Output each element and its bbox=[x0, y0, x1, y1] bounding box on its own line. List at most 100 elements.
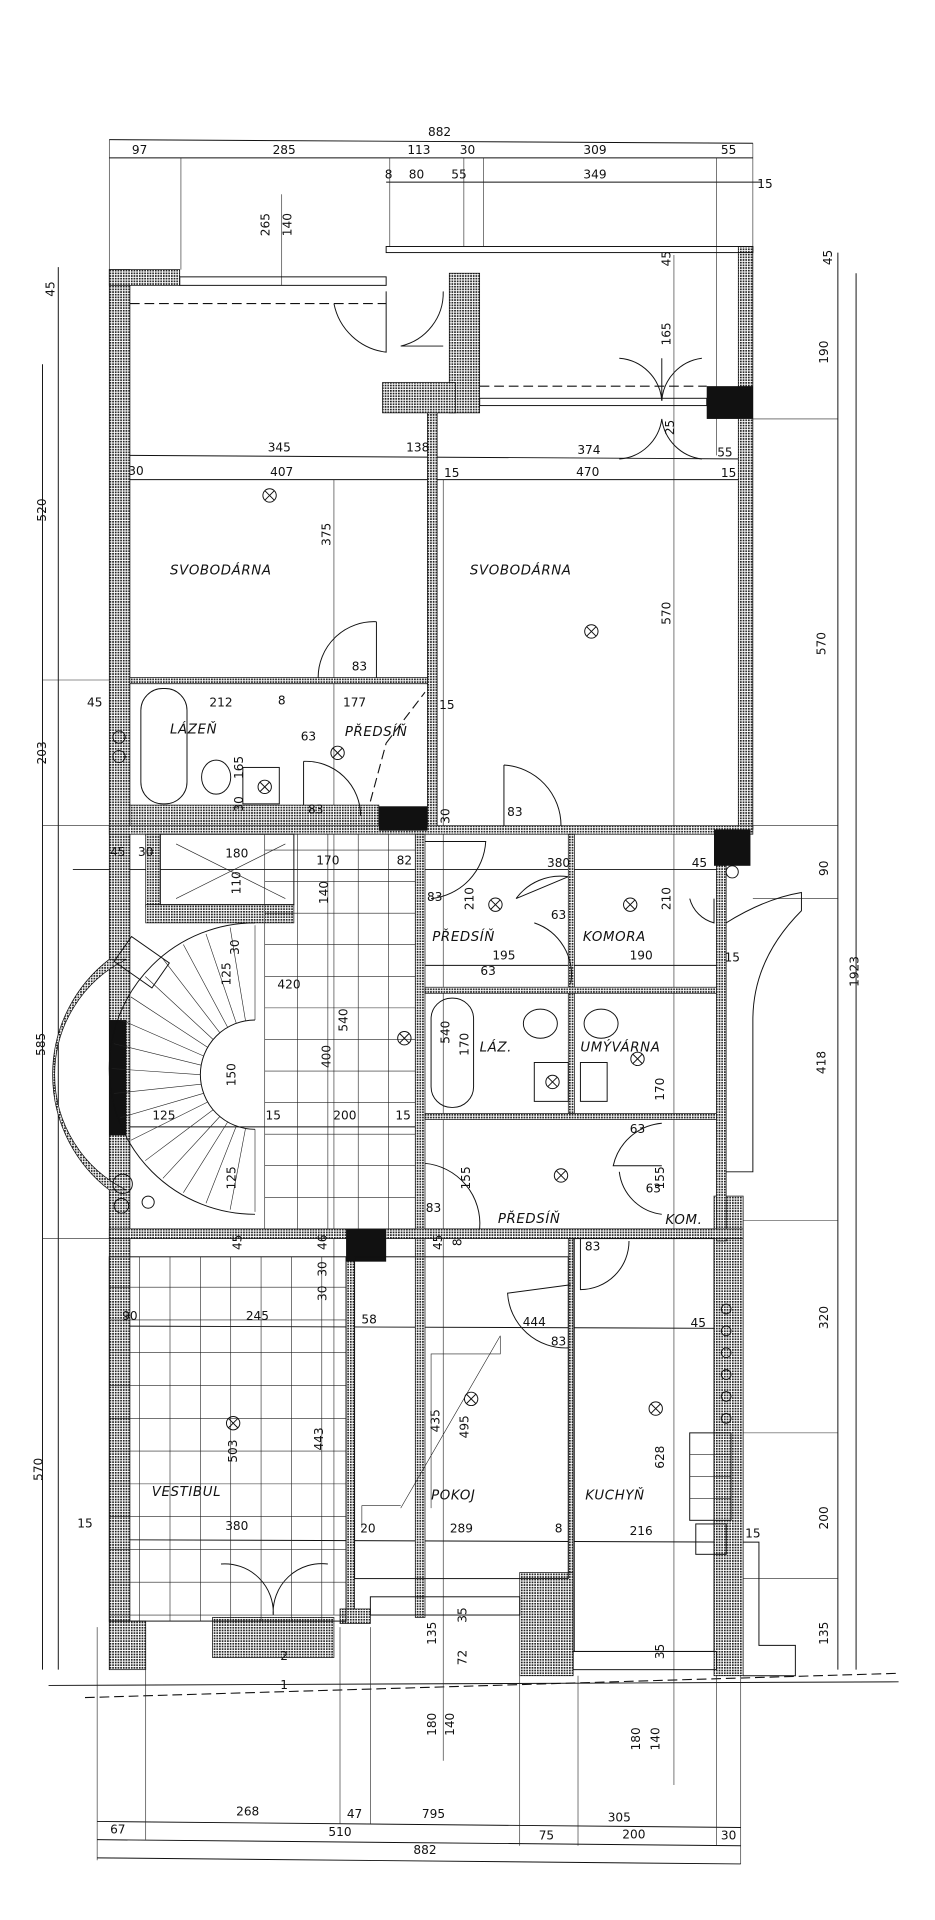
ceiling-light-icon bbox=[623, 897, 638, 912]
dimension-label: 540 bbox=[336, 1008, 350, 1031]
dimension-label: 125 bbox=[220, 962, 234, 985]
dimension-label: 585 bbox=[34, 1033, 48, 1056]
windows bbox=[108, 246, 754, 1671]
dimension-label: 795 bbox=[422, 1807, 445, 1821]
dimension-label: 45 bbox=[691, 1316, 706, 1330]
dimension-label: 400 bbox=[319, 1045, 333, 1068]
dimension-label: 435 bbox=[429, 1409, 443, 1432]
stair-tread bbox=[183, 1121, 228, 1193]
dimension-label: 45 bbox=[692, 856, 707, 870]
ceiling-light-icon bbox=[330, 745, 345, 761]
dimension-label: 110 bbox=[229, 871, 243, 894]
dimension-label: 268 bbox=[236, 1804, 259, 1818]
dimension-label: 140 bbox=[280, 213, 294, 236]
dimension-label: 170 bbox=[653, 1078, 667, 1101]
stair-tread bbox=[130, 1101, 208, 1141]
dimension-label: 15 bbox=[265, 1109, 280, 1123]
dimension-label: 63 bbox=[630, 1122, 645, 1136]
ceiling-light-icon bbox=[262, 488, 277, 503]
dimension-label: 15 bbox=[721, 466, 736, 480]
dimension-label: 55 bbox=[721, 143, 736, 157]
ceiling-light-icon bbox=[584, 624, 599, 639]
stair-tread bbox=[120, 1019, 204, 1057]
dimension-label: 45 bbox=[87, 696, 102, 710]
stair-tread bbox=[229, 927, 246, 1021]
dimension-label: 570 bbox=[32, 1458, 46, 1481]
room-label-pokoj: POKOJ bbox=[431, 1489, 475, 1504]
dimension-label: 345 bbox=[268, 441, 291, 455]
dimension-label: 195 bbox=[492, 948, 515, 962]
room-label-predsin-upper: PŘEDSÍŇ bbox=[345, 722, 408, 740]
dimension-label: 420 bbox=[277, 977, 300, 991]
stair-tread bbox=[120, 1093, 204, 1118]
dimension-label: 265 bbox=[259, 213, 273, 236]
dimension-label: 15 bbox=[745, 1526, 760, 1540]
dimension-label: 570 bbox=[659, 602, 673, 625]
dimension-label: 45 bbox=[110, 845, 125, 859]
stair-tread bbox=[130, 996, 208, 1048]
dimension-label: 90 bbox=[122, 1309, 137, 1323]
dimension-label: 374 bbox=[577, 443, 600, 457]
dimension-label: 200 bbox=[817, 1506, 831, 1529]
dimension-label: 540 bbox=[438, 1021, 452, 1044]
room-label-kuchyn: KUCHYŇ bbox=[585, 1486, 644, 1504]
dimension-label: 200 bbox=[622, 1827, 645, 1841]
dimension-label: 320 bbox=[817, 1306, 831, 1329]
stair-tread bbox=[145, 1109, 214, 1161]
dimension-label: 8 bbox=[385, 168, 393, 182]
dimension-label: 349 bbox=[583, 168, 606, 182]
stair-tread bbox=[145, 976, 214, 1040]
dimension-label: 30 bbox=[316, 1261, 330, 1276]
stair-tread bbox=[183, 944, 228, 1028]
room-label-svobodarna-left: SVOBODÁRNA bbox=[170, 560, 272, 578]
room-label-laz: LÁZ. bbox=[480, 1038, 512, 1056]
dimension-label: 25 bbox=[663, 420, 677, 435]
dimension-label: 83 bbox=[308, 803, 323, 817]
dimension-label: 8 bbox=[278, 693, 286, 707]
dimension-label: 47 bbox=[347, 1807, 362, 1821]
dimension-label: 155 bbox=[459, 1166, 473, 1189]
room-label-umyvarna: UMÝVÁRNA bbox=[580, 1038, 660, 1056]
dimension-label: 380 bbox=[547, 856, 570, 870]
room-label-lazen: LÁZEŇ bbox=[170, 719, 217, 737]
dimension-label: 180 bbox=[425, 1713, 439, 1736]
dimension-label: 882 bbox=[413, 1843, 436, 1857]
dimension-label: 470 bbox=[576, 465, 599, 479]
dimension-label: 67 bbox=[110, 1823, 125, 1837]
dimension-label: 190 bbox=[630, 948, 653, 962]
dimension-label: 15 bbox=[725, 951, 740, 965]
stair-tread bbox=[111, 1068, 201, 1075]
dimension-label: 1923 bbox=[848, 956, 862, 987]
ceiling-light-icon bbox=[488, 897, 503, 912]
dimension-label: 177 bbox=[343, 696, 366, 710]
dimension-label: 212 bbox=[209, 696, 232, 710]
dimension-label: 30 bbox=[228, 939, 242, 954]
dimension-label: 15 bbox=[444, 466, 459, 480]
dimension-label: 210 bbox=[463, 887, 477, 910]
dimension-label: 35 bbox=[653, 1644, 667, 1659]
dimension-label: 510 bbox=[328, 1825, 351, 1839]
dimension-label: 180 bbox=[225, 846, 248, 860]
dimension-label: 170 bbox=[316, 854, 339, 868]
stair-tread bbox=[113, 1083, 202, 1094]
dimension-label: 30 bbox=[128, 464, 143, 478]
stair-tread bbox=[229, 1128, 246, 1210]
dimension-label: 45 bbox=[44, 281, 58, 296]
dimension-label: 140 bbox=[317, 881, 331, 904]
door-swings bbox=[220, 291, 802, 1677]
dimension-label: 125 bbox=[152, 1109, 175, 1123]
ceiling-light-icon bbox=[225, 1415, 241, 1431]
ceiling-light-icon bbox=[648, 1401, 663, 1416]
dimension-label: 97 bbox=[132, 143, 147, 157]
dimension-label: 138 bbox=[406, 441, 429, 455]
dimension-label: 180 bbox=[629, 1727, 643, 1750]
dimension-label: 285 bbox=[273, 143, 296, 157]
dimension-label: 8 bbox=[450, 1238, 464, 1246]
dimension-label: 45 bbox=[659, 251, 673, 266]
dimension-label: 8 bbox=[555, 1521, 563, 1535]
dimension-label: 72 bbox=[455, 1650, 469, 1665]
dimension-label: 45 bbox=[821, 250, 835, 265]
room-labels: SVOBODÁRNA SVOBODÁRNA LÁZEŇ PŘEDSÍŇ PŘED… bbox=[152, 560, 702, 1504]
